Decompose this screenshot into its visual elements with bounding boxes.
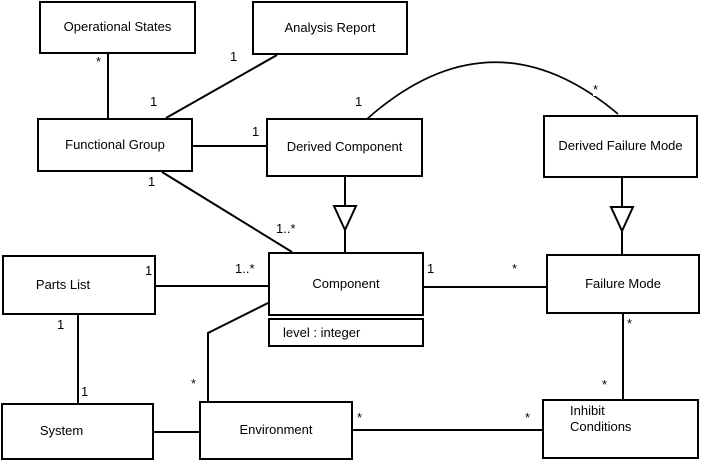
multiplicity-label: * [96, 54, 102, 69]
multiplicity-label: 1 [57, 317, 65, 332]
class-box-derived-failure-mode: Derived Failure Mode [543, 115, 698, 178]
multiplicity-label: 1 [148, 174, 156, 189]
multiplicity-label: 1..* [276, 221, 296, 236]
multiplicity-label: * [525, 410, 531, 425]
edge-functional-group-component [161, 171, 293, 253]
class-box-parts-list: Parts List [2, 255, 156, 315]
multiplicity-label: * [191, 376, 197, 391]
class-name: Analysis Report [284, 19, 376, 35]
multiplicity-label: * [357, 410, 363, 425]
component-attribute-compartment: level : integer [268, 318, 424, 347]
multiplicity-label: 1 [355, 94, 363, 109]
class-box-inhibit-conditions: Inhibit Conditions [542, 399, 699, 459]
class-box-analysis-report: Analysis Report [252, 1, 408, 55]
edge-analysis-report-functional-group [165, 54, 278, 119]
class-name: Failure Mode [585, 275, 661, 291]
generalization-triangle-component [332, 205, 358, 233]
class-box-operational-states: Operational States [39, 1, 196, 54]
multiplicity-label: * [602, 377, 608, 392]
class-name: Operational States [63, 19, 172, 35]
generalization-triangle-failure-mode [609, 206, 635, 234]
class-name: Component [312, 275, 380, 291]
multiplicity-label: * [627, 316, 633, 331]
multiplicity-label: * [593, 82, 599, 97]
class-name: Inhibit Conditions [570, 403, 632, 435]
class-name: Environment [239, 422, 313, 438]
attribute-text: level : integer [283, 325, 361, 340]
multiplicity-label: * [512, 261, 518, 276]
class-box-environment: Environment [199, 401, 353, 460]
class-box-component: Component [268, 252, 424, 316]
edge-component-environment [207, 302, 269, 401]
class-name: Functional Group [65, 136, 165, 152]
multiplicity-label: 1 [145, 263, 153, 278]
edge-derived-component-derived-failure-mode-curve [366, 61, 619, 120]
multiplicity-label: 1 [252, 124, 260, 139]
class-name: System [39, 423, 84, 439]
multiplicity-label: 1..* [235, 261, 255, 276]
multiplicity-label: 1 [150, 94, 158, 109]
class-name: Derived Failure Mode [558, 138, 683, 154]
class-box-system: System [1, 403, 154, 460]
class-name: Parts List [35, 276, 91, 292]
class-name: Derived Component [286, 139, 403, 155]
multiplicity-label: 1 [81, 384, 89, 399]
multiplicity-label: 1 [230, 49, 238, 64]
multiplicity-label: 1 [427, 261, 435, 276]
class-box-functional-group: Functional Group [37, 118, 193, 172]
class-box-derived-component: Derived Component [266, 118, 423, 177]
class-box-failure-mode: Failure Mode [546, 254, 700, 314]
